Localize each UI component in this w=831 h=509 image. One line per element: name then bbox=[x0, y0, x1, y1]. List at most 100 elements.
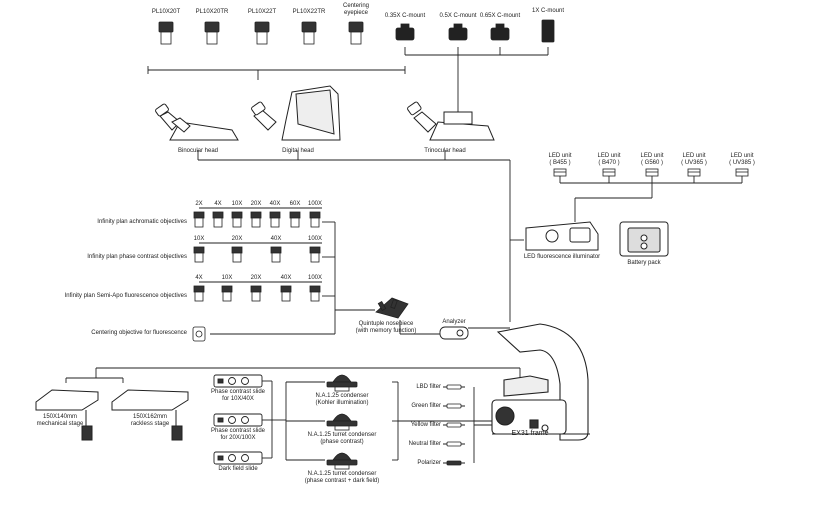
objective-row-label: Infinity plan phase contrast objectives bbox=[87, 254, 187, 260]
illuminator-label: LED fluorescence illuminator bbox=[523, 254, 601, 260]
objective-icon bbox=[250, 285, 262, 302]
objective-mag-label: 100X bbox=[307, 201, 323, 207]
filter-icon bbox=[446, 384, 462, 390]
objective-icon bbox=[193, 246, 205, 263]
objective-icon bbox=[270, 246, 282, 263]
head-label-binocular: Binocular head bbox=[177, 148, 219, 154]
objective-icon bbox=[269, 211, 281, 228]
c-mount-label: 1X C-mount bbox=[531, 8, 565, 14]
objective-mag-label: 4X bbox=[214, 201, 222, 207]
nosepiece-label: Quintuple nosepiece (with memory functio… bbox=[355, 321, 417, 334]
objective-mag-label: 100X bbox=[307, 275, 323, 281]
led-unit-label: LED unit ( G560 ) bbox=[640, 153, 664, 166]
objective-icon bbox=[309, 211, 321, 228]
objective-row-label: Centering objective for fluorescence bbox=[91, 330, 187, 336]
objective-mag-label: 100X bbox=[307, 236, 323, 242]
led-unit-label: LED unit ( UV365 ) bbox=[681, 153, 707, 166]
objective-icon bbox=[212, 211, 224, 228]
filter-icon bbox=[446, 460, 462, 466]
analyzer-icon bbox=[439, 326, 469, 340]
trinocular-head-icon bbox=[407, 101, 495, 141]
objective-icon bbox=[193, 211, 205, 228]
objective-mag-label: 40X bbox=[270, 236, 282, 242]
objective-mag-label: 20X bbox=[250, 201, 262, 207]
objective-mag-label: 10X bbox=[221, 275, 233, 281]
c-mount-icon bbox=[395, 23, 415, 41]
objective-row-label: Infinity plan Semi-Apo fluorescence obje… bbox=[64, 293, 187, 299]
slider-label: Dark field slide bbox=[218, 466, 258, 472]
objective-mag-label: 20X bbox=[250, 275, 262, 281]
objective-mag-label: 4X bbox=[195, 275, 203, 281]
condenser-icon bbox=[326, 374, 358, 392]
eyepiece-label: PL10X20T bbox=[151, 9, 181, 15]
eyepiece-icon bbox=[301, 21, 317, 45]
led-unit-icon bbox=[602, 168, 616, 177]
condenser-label: N.A.1.25 turret condenser (phase contras… bbox=[307, 432, 377, 445]
objective-mag-label: 20X bbox=[231, 236, 243, 242]
c-mount-label: 0.35X C-mount bbox=[384, 13, 426, 19]
analyzer-label: Analyzer bbox=[442, 319, 466, 325]
ex31-frame-icon bbox=[491, 323, 590, 441]
stage-label-rackless: 150X162mm rackless stage bbox=[130, 414, 170, 427]
led-unit-label: LED unit ( B455 ) bbox=[548, 153, 572, 166]
condenser-label: N.A.1.25 condenser (Kohler illumination) bbox=[315, 393, 369, 406]
eyepiece-label: PL10X20TR bbox=[195, 9, 229, 15]
rackless-stage-icon bbox=[111, 389, 189, 441]
slider-label: Phase contrast slide for 20X/100X bbox=[210, 428, 266, 441]
led-illuminator-icon bbox=[525, 221, 599, 251]
c-mount-label: 0.65X C-mount bbox=[479, 13, 521, 19]
frame-label: EX31 frame bbox=[511, 430, 549, 437]
filter-label: Yellow filter bbox=[410, 422, 441, 428]
mechanical-stage-icon bbox=[35, 389, 99, 441]
condenser-icon bbox=[326, 452, 358, 470]
c-mount-icon bbox=[490, 23, 510, 41]
slider-label: Phase contrast slide for 10X/40X bbox=[210, 389, 266, 402]
objective-icon bbox=[309, 285, 321, 302]
led-unit-icon bbox=[645, 168, 659, 177]
battery-pack-label: Battery pack bbox=[627, 260, 661, 266]
slider-icon bbox=[213, 451, 263, 465]
led-unit-label: LED unit ( UV385 ) bbox=[729, 153, 755, 166]
filter-label: Green filter bbox=[411, 403, 441, 409]
eyepiece-icon bbox=[348, 21, 364, 45]
objective-mag-label: 2X bbox=[195, 201, 203, 207]
eyepiece-icon bbox=[254, 21, 270, 45]
eyepiece-label: Centering eyepiece bbox=[342, 3, 370, 16]
stage-label-mechanical: 150X140mm mechanical stage bbox=[36, 414, 84, 427]
filter-label: Polarizer bbox=[417, 460, 441, 466]
objective-mag-label: 40X bbox=[269, 201, 281, 207]
led-unit-label: LED unit ( B470 ) bbox=[597, 153, 621, 166]
objective-mag-label: 40X bbox=[280, 275, 292, 281]
objective-icon bbox=[309, 246, 321, 263]
head-label-digital: Digital head bbox=[282, 148, 314, 154]
head-label-trinocular: Trinocular head bbox=[424, 148, 466, 154]
led-unit-icon bbox=[553, 168, 567, 177]
digital-head-icon bbox=[251, 85, 341, 141]
objective-mag-label: 10X bbox=[193, 236, 205, 242]
eyepiece-label: PL10X22TR bbox=[292, 9, 326, 15]
eyepiece-label: PL10X22T bbox=[247, 9, 277, 15]
condenser-icon bbox=[326, 413, 358, 431]
objective-icon bbox=[250, 211, 262, 228]
filter-icon bbox=[446, 403, 462, 409]
c-mount-icon bbox=[541, 19, 555, 43]
slider-icon bbox=[213, 374, 263, 388]
filter-icon bbox=[446, 422, 462, 428]
objective-icon bbox=[193, 285, 205, 302]
led-unit-icon bbox=[687, 168, 701, 177]
condenser-label: N.A.1.25 turret condenser (phase contras… bbox=[304, 471, 380, 484]
filter-icon bbox=[446, 441, 462, 447]
objective-icon bbox=[280, 285, 292, 302]
c-mount-label: 0.5X C-mount bbox=[439, 13, 477, 19]
battery-pack-icon bbox=[619, 221, 669, 257]
eyepiece-icon bbox=[204, 21, 220, 45]
objective-row-label: Infinity plan achromatic objectives bbox=[97, 219, 187, 225]
objective-icon bbox=[289, 211, 301, 228]
filter-label: LBD filter bbox=[416, 384, 441, 390]
centering-objective-icon bbox=[192, 326, 206, 342]
objective-mag-label: 60X bbox=[289, 201, 301, 207]
c-mount-icon bbox=[448, 23, 468, 41]
objective-mag-label: 10X bbox=[231, 201, 243, 207]
